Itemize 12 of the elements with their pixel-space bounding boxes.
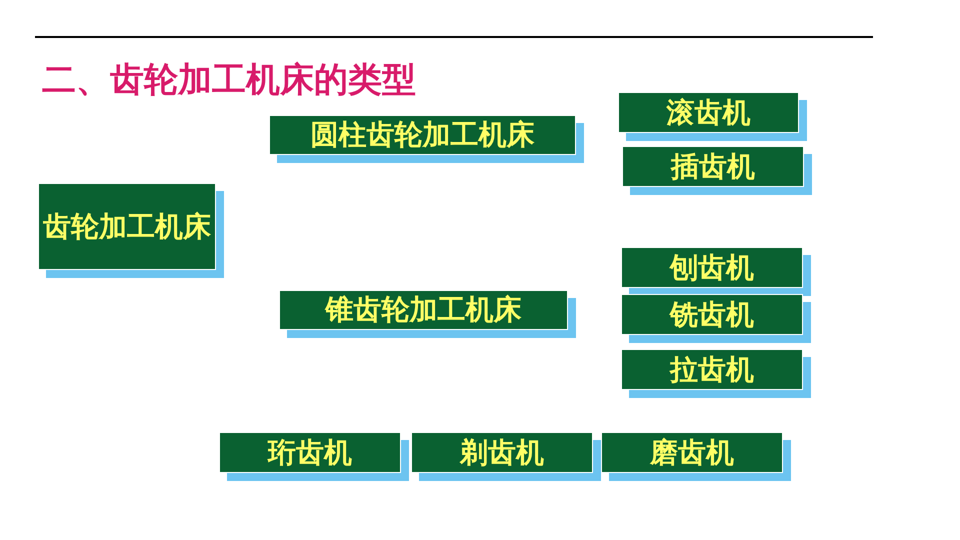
box-label: 圆柱齿轮加工机床 [310,117,534,153]
box-label: 珩齿机 [268,434,352,470]
box-label: 滚齿机 [666,94,750,130]
box-label: 齿轮加工机床 [43,208,211,244]
box-label: 铣齿机 [670,296,754,332]
slide-title: 二、齿轮加工机床的类型 [42,59,416,102]
box-label: 磨齿机 [650,434,734,470]
box-label: 锥齿轮加工机床 [326,292,522,328]
box-label: 拉齿机 [670,352,754,388]
box-label: 插齿机 [671,148,755,184]
box-label: 剃齿机 [460,434,544,470]
box-label: 刨齿机 [670,250,754,286]
